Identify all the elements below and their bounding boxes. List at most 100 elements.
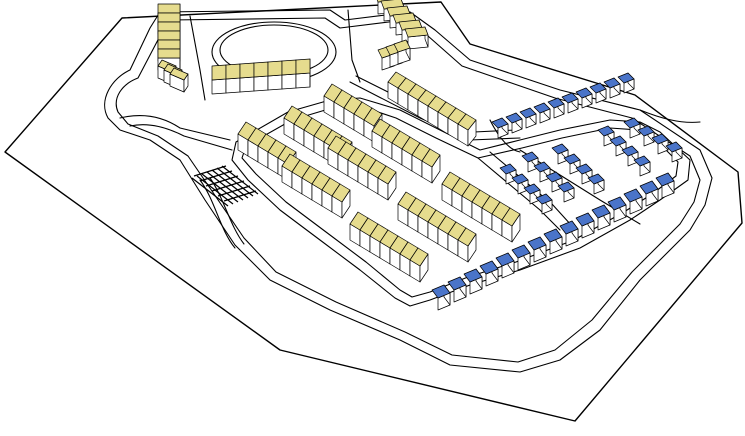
townhouse-block-i-unit-6 bbox=[409, 247, 429, 283]
townhouse-plaza-row-unit-0-roof bbox=[211, 64, 227, 81]
cross-road-1 bbox=[477, 157, 561, 231]
villa-south-row-unit-11 bbox=[607, 196, 627, 223]
west-curve-road-2 bbox=[129, 124, 233, 151]
villa-mid-b-unit-0 bbox=[521, 151, 539, 173]
villa-south-row-unit-13-roof bbox=[639, 180, 659, 195]
villa-south-row-unit-2-roof bbox=[463, 268, 483, 283]
villa-south-row-unit-13 bbox=[639, 180, 659, 207]
villa-south-row-unit-2 bbox=[463, 268, 483, 295]
villa-mid-b-unit-0-roof bbox=[521, 151, 539, 163]
villa-south-row-unit-7 bbox=[543, 228, 563, 255]
townhouse-ne-col-unit-5 bbox=[404, 26, 429, 50]
villa-ne-row-unit-5 bbox=[561, 92, 579, 114]
villa-south-row-unit-8 bbox=[559, 220, 579, 247]
villa-south-row-unit-6 bbox=[527, 236, 547, 263]
east-connector bbox=[489, 119, 521, 153]
villa-south-row-unit-5-roof bbox=[511, 244, 531, 259]
villa-mid-a-unit-1-roof bbox=[511, 173, 529, 185]
townhouse-ne-cluster-unit-2-roof bbox=[393, 39, 411, 53]
townhouse-plaza-row-unit-6-front-wall bbox=[295, 72, 311, 89]
townhouse-plaza-row-unit-0 bbox=[211, 64, 227, 95]
villa-south-row-unit-4 bbox=[495, 252, 515, 279]
villa-mid-e-unit-3 bbox=[665, 141, 683, 163]
townhouse-plaza-row-unit-1 bbox=[225, 63, 241, 94]
parking-stripe-5 bbox=[216, 167, 254, 197]
villa-mid-a-unit-0 bbox=[499, 163, 517, 185]
villa-south-row-unit-10-roof bbox=[591, 204, 611, 219]
townhouse-block-e-unit-5-roof bbox=[377, 165, 397, 185]
townhouse-cluster bbox=[157, 0, 521, 283]
villa-ne-row-unit-4-roof bbox=[547, 97, 565, 109]
townhouse-nw-col-unit-2-roof bbox=[157, 21, 181, 32]
villa-south-row-unit-12 bbox=[623, 188, 643, 215]
townhouse-plaza-row-unit-4-roof bbox=[267, 60, 283, 77]
villa-south-row-unit-1-roof bbox=[447, 276, 467, 291]
villa-ne-row-unit-7 bbox=[589, 82, 607, 104]
villa-south-row-unit-7-roof bbox=[543, 228, 563, 243]
villa-mid-d-unit-1 bbox=[609, 135, 627, 157]
townhouse-nw-col-unit-0-roof bbox=[157, 3, 181, 14]
villa-ne-row-unit-0-roof bbox=[491, 117, 509, 129]
townhouse-plaza-row-unit-2-roof bbox=[239, 62, 255, 79]
villa-mid-b-unit-3 bbox=[557, 181, 575, 203]
inner-boundary-path bbox=[104, 9, 713, 373]
parking-stripe-4 bbox=[211, 169, 249, 199]
villa-mid-d-unit-1-roof bbox=[609, 135, 627, 147]
villa-mid-c-unit-1 bbox=[563, 153, 581, 175]
villa-cluster bbox=[431, 72, 683, 311]
villa-south-row-unit-11-roof bbox=[607, 196, 627, 211]
townhouse-plaza-row-unit-4-front-wall bbox=[267, 74, 283, 91]
villa-south-row-unit-9 bbox=[575, 212, 595, 239]
villa-mid-a-unit-2 bbox=[523, 183, 541, 205]
parking-cross-1 bbox=[199, 170, 233, 182]
townhouse-plaza-row-unit-1-front-wall bbox=[225, 77, 241, 94]
townhouse-plaza-row-unit-2 bbox=[239, 62, 255, 93]
villa-mid-e-unit-0-roof bbox=[623, 117, 641, 129]
villa-mid-e-unit-3-roof bbox=[665, 141, 683, 153]
parking-stripe-6 bbox=[221, 165, 259, 195]
townhouse-plaza-row-unit-5 bbox=[281, 59, 297, 90]
east-connector-2 bbox=[639, 109, 701, 123]
villa-mid-c-unit-3 bbox=[587, 173, 605, 195]
villa-mid-d-unit-3 bbox=[633, 155, 651, 177]
west-curve-road bbox=[119, 115, 231, 141]
townhouse-ne-cluster-unit-2 bbox=[393, 39, 411, 65]
villa-ne-row-unit-7-roof bbox=[589, 82, 607, 94]
townhouse-plaza-row-unit-5-roof bbox=[281, 59, 297, 76]
villa-mid-c-unit-3-roof bbox=[587, 173, 605, 185]
townhouse-block-a-unit-4-roof bbox=[363, 107, 383, 127]
townhouse-east-row-unit-7-roof bbox=[457, 113, 477, 131]
villa-ne-row-unit-8 bbox=[603, 77, 621, 99]
townhouse-plaza-row-unit-2-front-wall bbox=[239, 76, 255, 93]
villa-ne-row-unit-3 bbox=[533, 102, 551, 124]
villa-ne-row-unit-5-roof bbox=[561, 92, 579, 104]
townhouse-plaza-row-unit-3-front-wall bbox=[253, 75, 269, 92]
villa-south-row-unit-1 bbox=[447, 276, 467, 303]
villa-mid-b-unit-2-roof bbox=[545, 171, 563, 183]
villa-mid-a-unit-2-roof bbox=[523, 183, 541, 195]
villa-south-row-unit-12-roof bbox=[623, 188, 643, 203]
villa-south-row-unit-4-roof bbox=[495, 252, 515, 267]
townhouse-block-f-unit-5 bbox=[331, 183, 351, 219]
villa-mid-e-unit-0 bbox=[623, 117, 641, 139]
villa-south-row-unit-10 bbox=[591, 204, 611, 231]
villa-ne-row-unit-0 bbox=[491, 117, 509, 139]
townhouse-plaza-row-unit-4 bbox=[267, 60, 283, 91]
villa-ne-row-unit-9-roof bbox=[617, 72, 635, 84]
villa-ne-row-unit-3-roof bbox=[533, 102, 551, 114]
villa-mid-d-unit-2-roof bbox=[621, 145, 639, 157]
townhouse-block-i-unit-6-roof bbox=[409, 247, 429, 267]
villa-mid-e-unit-1 bbox=[637, 125, 655, 147]
villa-mid-b-unit-1-roof bbox=[533, 161, 551, 173]
villa-ne-row-unit-1-roof bbox=[505, 112, 523, 124]
parking-stripe-0 bbox=[191, 177, 229, 207]
townhouse-nw-col-unit-1-roof bbox=[157, 12, 181, 23]
villa-ne-row-unit-8-roof bbox=[603, 77, 621, 89]
parking-cross-3 bbox=[211, 180, 245, 192]
townhouse-plaza-row-unit-3 bbox=[253, 61, 269, 92]
north-pathway bbox=[189, 15, 206, 101]
villa-mid-a-unit-3-roof bbox=[535, 193, 553, 205]
parking-cross-0 bbox=[193, 165, 227, 177]
townhouse-plaza-row-unit-0-front-wall bbox=[211, 78, 227, 95]
